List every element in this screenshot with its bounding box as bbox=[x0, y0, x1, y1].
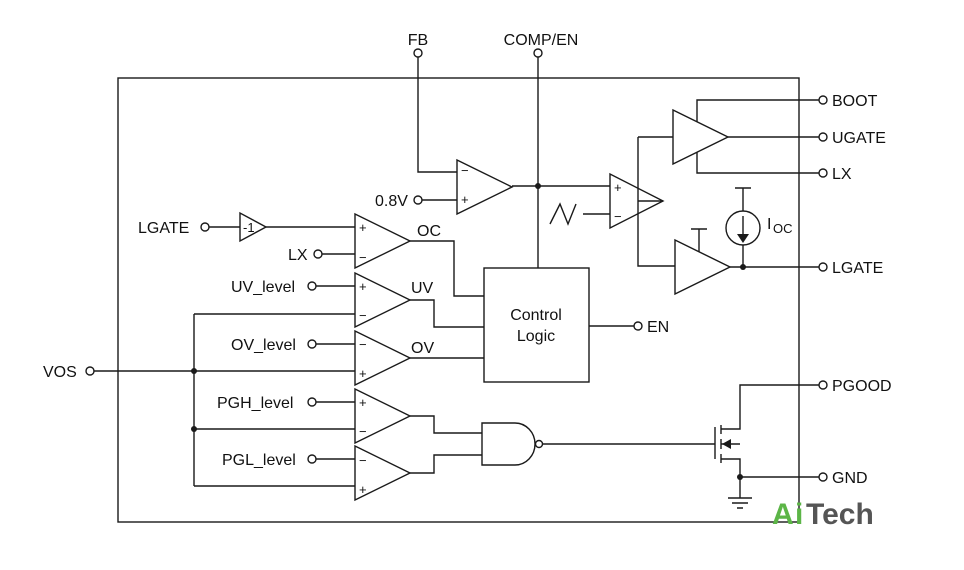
vos-junction-1 bbox=[191, 368, 197, 374]
ov-plus: + bbox=[359, 366, 367, 381]
ov-signal-label: OV bbox=[411, 340, 434, 357]
error-amplifier bbox=[456, 158, 514, 216]
pgh-minus: − bbox=[359, 424, 367, 439]
error-amp-plus: + bbox=[461, 192, 469, 207]
ioc-current-source: I OC bbox=[725, 187, 793, 267]
vos-junction-2 bbox=[191, 426, 197, 432]
pgh-plus: + bbox=[359, 395, 367, 410]
svg-text:OC: OC bbox=[773, 221, 793, 236]
and-gate bbox=[481, 422, 536, 466]
svg-text:PGOOD: PGOOD bbox=[832, 378, 892, 395]
gnd-pin: GND bbox=[818, 470, 868, 487]
svg-text:COMP/EN: COMP/EN bbox=[504, 32, 579, 49]
ov-comparator bbox=[354, 329, 412, 387]
pwm-minus: − bbox=[614, 209, 622, 224]
svg-text:OV_level: OV_level bbox=[231, 337, 296, 354]
svg-text:EN: EN bbox=[647, 319, 669, 336]
pwm-comparator bbox=[609, 172, 665, 230]
gnd-junction bbox=[737, 474, 743, 480]
pgl-out-wire bbox=[410, 454, 482, 474]
oc-comparator bbox=[354, 212, 412, 270]
svg-text:PGL_level: PGL_level bbox=[222, 452, 296, 469]
oc-minus: − bbox=[359, 250, 367, 265]
lgate-input-pin: LGATE bbox=[138, 220, 210, 237]
pgh-out-wire bbox=[410, 415, 482, 434]
ramp-symbol bbox=[549, 202, 577, 226]
lower-driver bbox=[674, 238, 732, 296]
svg-text:i: i bbox=[795, 498, 803, 531]
en-pin: EN bbox=[633, 319, 669, 336]
boot-pin: BOOT bbox=[818, 93, 878, 110]
svg-text:UV_level: UV_level bbox=[231, 279, 295, 296]
svg-text:A: A bbox=[772, 498, 794, 531]
pwm-plus: + bbox=[614, 180, 622, 195]
fb-pin: FB bbox=[408, 32, 428, 58]
uv-minus: − bbox=[359, 308, 367, 323]
upper-driver bbox=[672, 108, 730, 166]
inverter-block bbox=[239, 211, 268, 243]
lx-input-pin: LX bbox=[288, 247, 323, 264]
pgl-level-pin: PGL_level bbox=[222, 452, 317, 469]
uv-plus: + bbox=[359, 279, 367, 294]
lgate-output-pin: LGATE bbox=[818, 260, 883, 277]
svg-text:LX: LX bbox=[832, 166, 852, 183]
uv-comparator bbox=[354, 271, 412, 329]
fb-wire bbox=[417, 57, 457, 173]
lx-wire bbox=[696, 152, 819, 174]
uv-signal-label: UV bbox=[411, 280, 434, 297]
svg-text:BOOT: BOOT bbox=[832, 93, 878, 110]
aitech-logo: A i Tech bbox=[772, 498, 874, 531]
lx-output-pin: LX bbox=[818, 166, 852, 183]
oc-wire bbox=[410, 240, 484, 297]
svg-text:LGATE: LGATE bbox=[832, 260, 883, 277]
ov-level-pin: OV_level bbox=[231, 337, 317, 354]
oc-plus: + bbox=[359, 220, 367, 235]
svg-text:Tech: Tech bbox=[806, 498, 874, 531]
ov-minus: − bbox=[359, 337, 367, 352]
svg-text:VOS: VOS bbox=[43, 364, 77, 381]
boot-wire bbox=[696, 99, 819, 122]
svg-text:LX: LX bbox=[288, 247, 308, 264]
pwm-out-wire bbox=[637, 136, 675, 267]
svg-text:-1: -1 bbox=[243, 220, 255, 235]
control-logic-block: Control Logic bbox=[483, 267, 590, 383]
oc-signal-label: OC bbox=[417, 223, 441, 240]
svg-text:GND: GND bbox=[832, 470, 868, 487]
lower-driver-supply bbox=[691, 228, 707, 252]
svg-text:UGATE: UGATE bbox=[832, 130, 886, 147]
svg-text:FB: FB bbox=[408, 32, 428, 49]
svg-text:0.8V: 0.8V bbox=[375, 193, 408, 210]
pgood-pin: PGOOD bbox=[818, 378, 892, 395]
ugate-pin: UGATE bbox=[818, 130, 886, 147]
pgl-minus: − bbox=[359, 453, 367, 468]
svg-text:LGATE: LGATE bbox=[138, 220, 189, 237]
uv-wire bbox=[410, 299, 484, 328]
vref-pin: 0.8V bbox=[375, 193, 423, 210]
pgl-comparator bbox=[354, 444, 412, 502]
error-amp-minus: − bbox=[461, 163, 469, 178]
svg-text:I: I bbox=[767, 216, 771, 233]
svg-text:PGH_level: PGH_level bbox=[217, 395, 293, 412]
and-gate-inversion-bubble bbox=[534, 439, 544, 449]
pgl-plus: + bbox=[359, 482, 367, 497]
comp-en-pin: COMP/EN bbox=[504, 32, 579, 58]
vos-pin: VOS bbox=[43, 364, 95, 381]
svg-text:Control: Control bbox=[510, 307, 562, 324]
ground-symbol bbox=[728, 497, 752, 509]
comp-junction bbox=[535, 183, 541, 189]
chip-boundary bbox=[117, 77, 800, 523]
pgh-level-pin: PGH_level bbox=[217, 395, 317, 412]
svg-text:Logic: Logic bbox=[517, 328, 555, 345]
pgood-nmos-transistor bbox=[714, 384, 819, 498]
pgh-comparator bbox=[354, 387, 412, 445]
uv-level-pin: UV_level bbox=[231, 279, 317, 296]
